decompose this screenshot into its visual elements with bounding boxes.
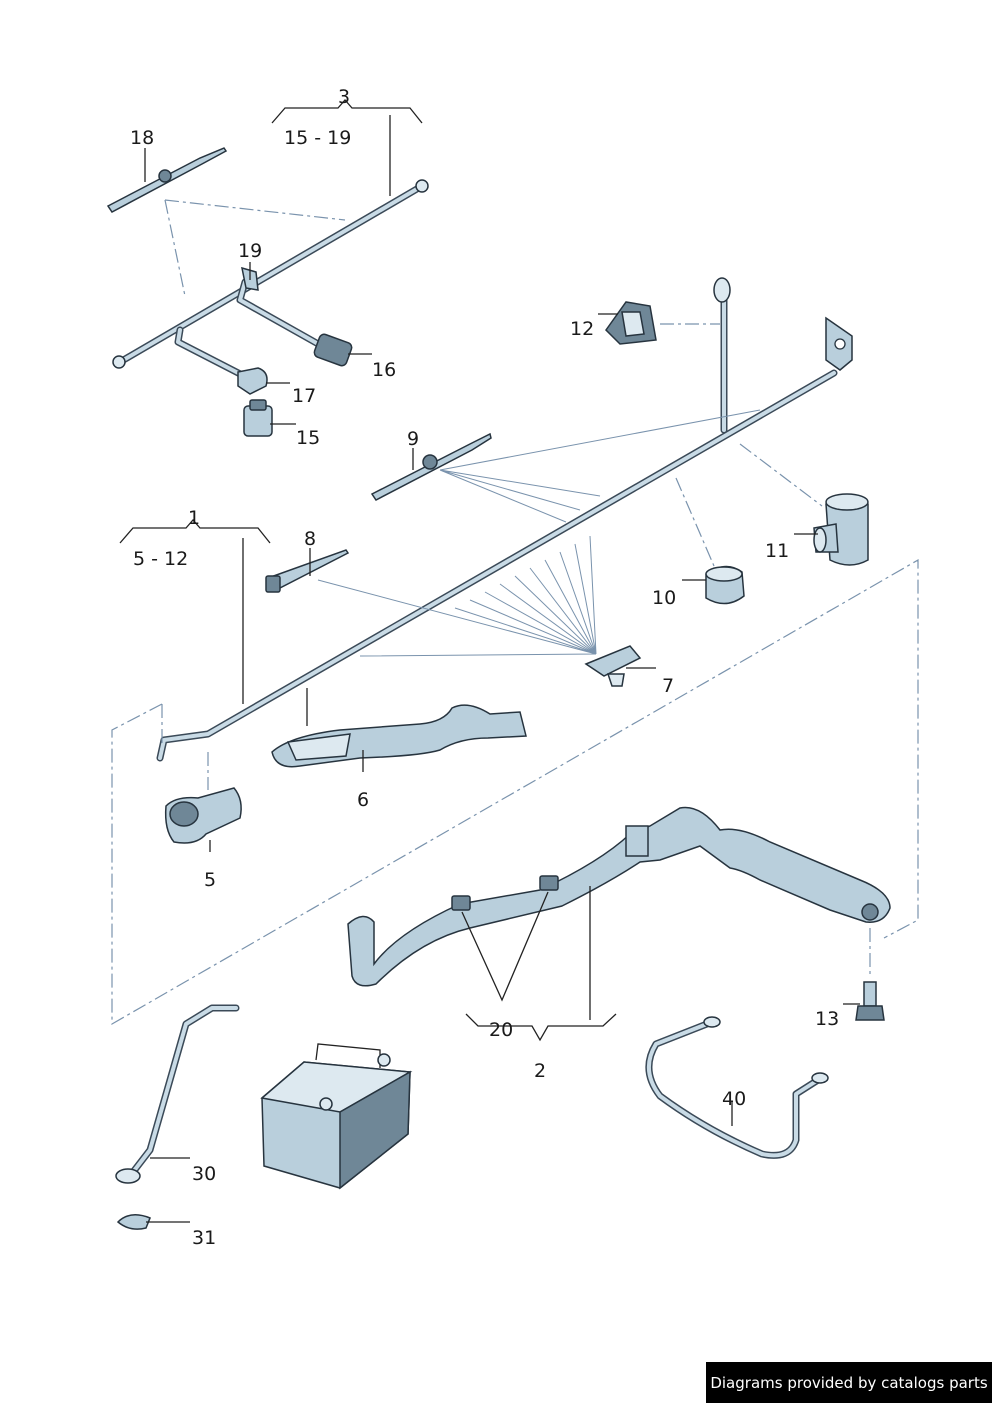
bracket-group-3 [271, 99, 423, 124]
label-group-1-range: 5 - 12 [133, 548, 188, 570]
bolt-13 [863, 981, 877, 1007]
connector-housing-17 [237, 367, 268, 395]
label-11: 11 [765, 540, 789, 562]
label-8: 8 [304, 528, 316, 550]
label-9: 9 [407, 428, 419, 450]
bracket-group-1 [119, 519, 271, 544]
harness-assembly-1 [111, 277, 919, 1026]
ring-terminal-30 [115, 1168, 141, 1184]
label-10: 10 [652, 587, 676, 609]
label-17: 17 [292, 385, 316, 407]
label-6: 6 [357, 789, 369, 811]
retainer-7 [584, 645, 642, 677]
label-31: 31 [192, 1227, 216, 1249]
label-13: 13 [815, 1008, 839, 1030]
main-cable-2 [347, 806, 891, 987]
label-group-2: 2 [534, 1060, 546, 1082]
label-16: 16 [372, 359, 396, 381]
ground-cable-30 [115, 1004, 240, 1230]
label-20: 20 [489, 1019, 513, 1041]
label-7: 7 [662, 675, 674, 697]
label-15: 15 [296, 427, 320, 449]
ring-terminal-3 [415, 179, 429, 193]
label-19: 19 [238, 240, 262, 262]
label-5: 5 [204, 869, 216, 891]
battery-cable-2 [347, 806, 891, 1042]
label-12: 12 [570, 318, 594, 340]
ring-terminal-3b [112, 355, 126, 369]
eyelet-terminal [713, 277, 731, 303]
label-group-3-range: 15 - 19 [284, 127, 351, 149]
bracket-group-2 [465, 1013, 617, 1042]
label-group-3: 3 [338, 86, 350, 108]
battery [260, 1043, 413, 1190]
cable-40 [645, 1016, 829, 1159]
credit-banner: Diagrams provided by catalogs parts [706, 1362, 992, 1403]
cable-sleeve [625, 825, 649, 857]
label-18: 18 [130, 127, 154, 149]
terminal-31 [116, 1214, 151, 1230]
connector-16 [313, 333, 353, 367]
harness-assembly-3 [106, 99, 429, 437]
label-40: 40 [722, 1088, 746, 1110]
label-30: 30 [192, 1163, 216, 1185]
label-group-1: 1 [188, 507, 200, 529]
